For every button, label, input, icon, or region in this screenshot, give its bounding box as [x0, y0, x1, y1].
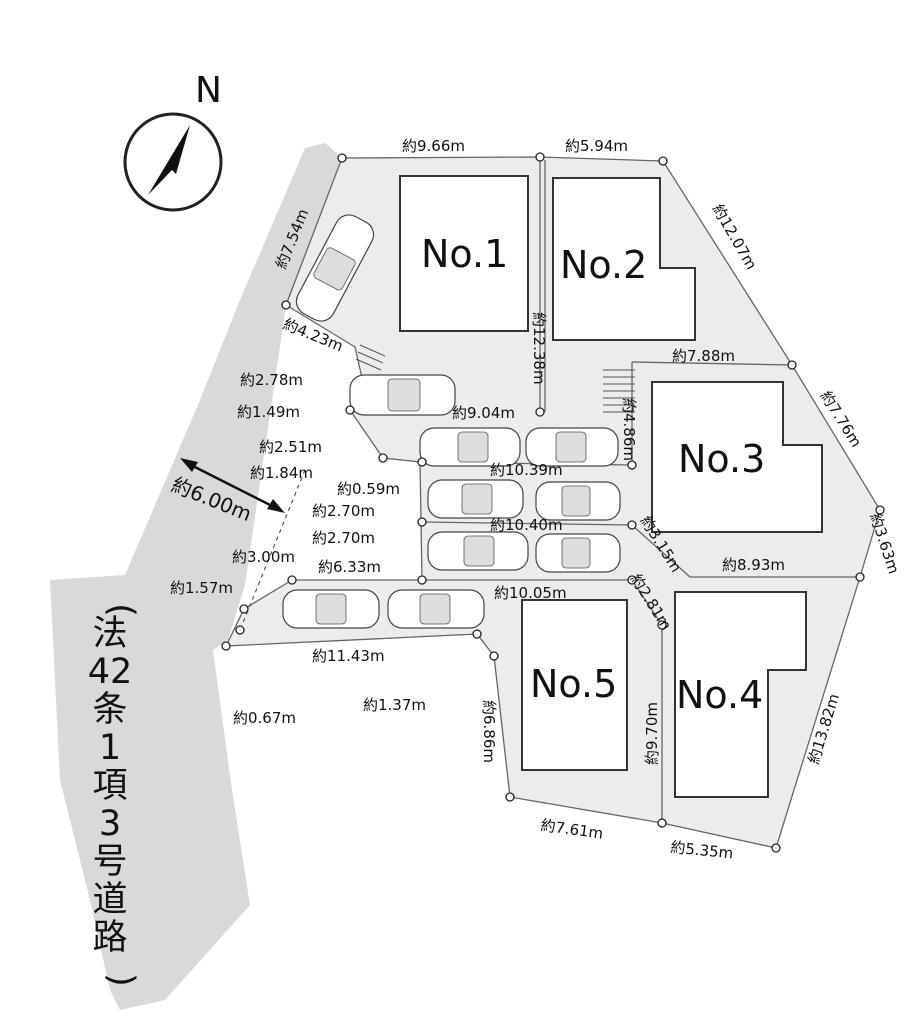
- survey-points: [221, 152, 885, 853]
- compass-ring-icon: [123, 112, 223, 212]
- dimension-label: 約5.35m: [670, 838, 735, 862]
- car-icon: [419, 427, 521, 467]
- dimension-label: 約1.37m: [363, 696, 426, 714]
- lot-label-2: No.2: [560, 243, 647, 287]
- dimension-label: 約0.59m: [337, 480, 400, 498]
- dimension-label: 約1.84m: [250, 464, 313, 482]
- house-1: [399, 175, 529, 332]
- lot-label-3: No.3: [678, 437, 765, 481]
- stairs: [355, 344, 635, 413]
- svg-text:3: 3: [99, 804, 121, 844]
- dimension-label: 約2.70m: [312, 529, 375, 547]
- dimension-label: 約10.39m: [490, 461, 563, 479]
- road-area: [50, 143, 342, 1010]
- lot-label-4: No.4: [676, 673, 763, 717]
- car-icon: [427, 479, 524, 519]
- svg-text:): ): [101, 973, 141, 987]
- dimension-label: 約3.00m: [232, 548, 295, 566]
- dimension-label: 約9.04m: [452, 404, 515, 422]
- dimension-label: 約1.57m: [170, 579, 233, 597]
- dimension-label: 約0.67m: [233, 709, 296, 727]
- road-label: ( 法 42 条 1 項 3 号 道 路 ): [88, 603, 141, 987]
- car-icon: [282, 589, 380, 629]
- house-3: [651, 381, 823, 533]
- dimension-label: 約4.86m: [620, 398, 638, 461]
- svg-text:項: 項: [92, 766, 127, 806]
- dimension-label: 約7.88m: [672, 347, 735, 365]
- svg-text:42: 42: [88, 652, 133, 692]
- dimension-label: 約9.66m: [402, 137, 465, 155]
- dimension-label: 約11.43m: [312, 647, 385, 665]
- dimension-label: 約10.40m: [490, 516, 563, 534]
- car-icon: [525, 427, 619, 467]
- dimension-label: 約8.93m: [722, 556, 785, 574]
- dimension-label: 約6.33m: [318, 558, 381, 576]
- house-2: [552, 177, 696, 341]
- svg-text:1: 1: [99, 728, 121, 768]
- house-5: [521, 599, 628, 771]
- dimension-label: 約1.49m: [237, 403, 300, 421]
- compass: N: [123, 70, 223, 212]
- dimension-label: 約2.70m: [312, 502, 375, 520]
- car-icon: [349, 374, 456, 416]
- svg-text:法: 法: [92, 614, 127, 654]
- car-icon: [535, 533, 621, 573]
- car-icon: [535, 481, 621, 521]
- dimension-label: 約10.05m: [494, 584, 567, 602]
- svg-text:(: (: [101, 603, 141, 617]
- car-icon: [427, 531, 529, 571]
- dimension-label: 約7.61m: [539, 816, 604, 843]
- compass-north-label: N: [195, 70, 222, 111]
- car-icon: [295, 214, 375, 322]
- buildings: [399, 175, 823, 798]
- parked-cars: [282, 214, 621, 629]
- dimension-label: 約5.94m: [565, 137, 628, 155]
- dimension-label: 約3.63m: [866, 511, 903, 576]
- svg-text:条: 条: [92, 690, 127, 730]
- dimension-label: 約2.51m: [259, 438, 322, 456]
- car-icon: [387, 589, 485, 629]
- svg-text:道: 道: [92, 880, 127, 920]
- dimension-label: 約2.78m: [240, 371, 303, 389]
- north-arrow-icon: [148, 125, 190, 195]
- dimension-label: 約12.38m: [530, 312, 548, 385]
- lot-label-5: No.5: [530, 662, 617, 706]
- svg-text:号: 号: [92, 842, 127, 882]
- house-4: [674, 591, 807, 798]
- dimension-label: 約6.86m: [480, 700, 498, 763]
- lot-label-1: No.1: [421, 232, 508, 276]
- svg-text:路: 路: [92, 918, 127, 958]
- dimension-label: 約9.70m: [643, 702, 661, 765]
